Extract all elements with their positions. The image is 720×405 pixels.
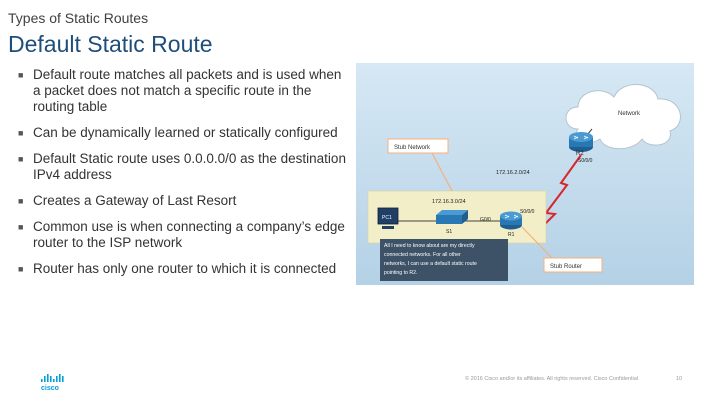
- bullet-item: ■ Can be dynamically learned or staticall…: [18, 125, 348, 141]
- stub-network-pointer: [431, 152, 453, 192]
- note-box: [380, 239, 508, 281]
- r1-wan-port-label: S0/0/0: [520, 209, 535, 215]
- stub-router-pointer: [521, 226, 553, 259]
- slide-title: Default Static Route: [8, 31, 213, 57]
- cloud-icon: Network: [565, 84, 681, 150]
- footer-copyright: © 2016 Cisco and/or its affiliates. All …: [465, 376, 639, 382]
- bullet-item: ■ Default Static route uses 0.0.0.0/0 as …: [18, 151, 348, 183]
- bullet-item: ■ Creates a Gateway of Last Resort: [18, 193, 348, 209]
- page-number: 10: [676, 376, 683, 382]
- stub-router-callout: [543, 257, 603, 273]
- stub-network-label: Stub Network: [394, 145, 431, 151]
- bullet-marker-icon: ■: [18, 222, 24, 232]
- switch-label: S1: [446, 229, 452, 235]
- bullet-item: ■ Common use is when connecting a company…: [18, 219, 348, 251]
- bullet-marker-icon: ■: [18, 196, 24, 206]
- slide-subtitle: Types of Static Routes: [8, 10, 149, 26]
- cisco-logo-text: cisco: [41, 385, 59, 391]
- bullet-item: ■ Router has only one router to which it …: [18, 261, 348, 277]
- router-r1-icon: [500, 211, 522, 230]
- bullet-item: ■ Default route matches all packets and i…: [18, 67, 348, 115]
- note-line: networks, I can use a default static rou…: [384, 261, 477, 267]
- stub-network-callout: [387, 138, 449, 154]
- pc-label: PC1: [382, 215, 392, 221]
- bullet-text: Default Static route uses 0.0.0.0/0 as t…: [33, 151, 346, 182]
- serial-link-lightning: [533, 154, 582, 236]
- bullet-text: Can be dynamically learned or statically…: [33, 125, 338, 140]
- router-r2-icon: [569, 132, 593, 152]
- note-line: connected networks. For all other: [384, 252, 461, 258]
- bullet-marker-icon: ■: [18, 154, 24, 164]
- stub-router-label: Stub Router: [550, 264, 582, 270]
- bullet-marker-icon: ■: [18, 128, 24, 138]
- pc-icon: [377, 207, 399, 229]
- cisco-logo-icon: cisco: [41, 374, 64, 391]
- bullet-text: Creates a Gateway of Last Resort: [33, 193, 237, 208]
- bullet-list: ■ Default route matches all packets and i…: [18, 67, 348, 287]
- bullet-text: Default route matches all packets and is…: [33, 67, 342, 114]
- bullet-text: Router has only one router to which it i…: [33, 261, 337, 276]
- bullet-text: Common use is when connecting a company’…: [33, 219, 345, 250]
- note-text: All I need to know about are my directly…: [384, 243, 478, 276]
- note-line: pointing to R2.: [384, 270, 417, 276]
- cloud-label: Network: [618, 111, 641, 117]
- r1-label: R1: [508, 232, 515, 238]
- r1-lan-port-label: G0/0: [480, 217, 491, 223]
- r2-port-label: S0/0/0: [578, 158, 593, 164]
- link-network-label: 172.16.2.0/24: [496, 170, 530, 176]
- lan-network-label: 172.16.3.0/24: [432, 199, 466, 205]
- note-line: All I need to know about are my directly: [384, 243, 475, 249]
- switch-s1-icon: [436, 210, 468, 224]
- bullet-marker-icon: ■: [18, 70, 24, 80]
- bullet-marker-icon: ■: [18, 264, 24, 274]
- r2-label: R2: [576, 151, 584, 157]
- network-topology-diagram: Network R2 S0/0/0 R1 G0/0 S0/0/0 S1 PC1 …: [356, 63, 694, 285]
